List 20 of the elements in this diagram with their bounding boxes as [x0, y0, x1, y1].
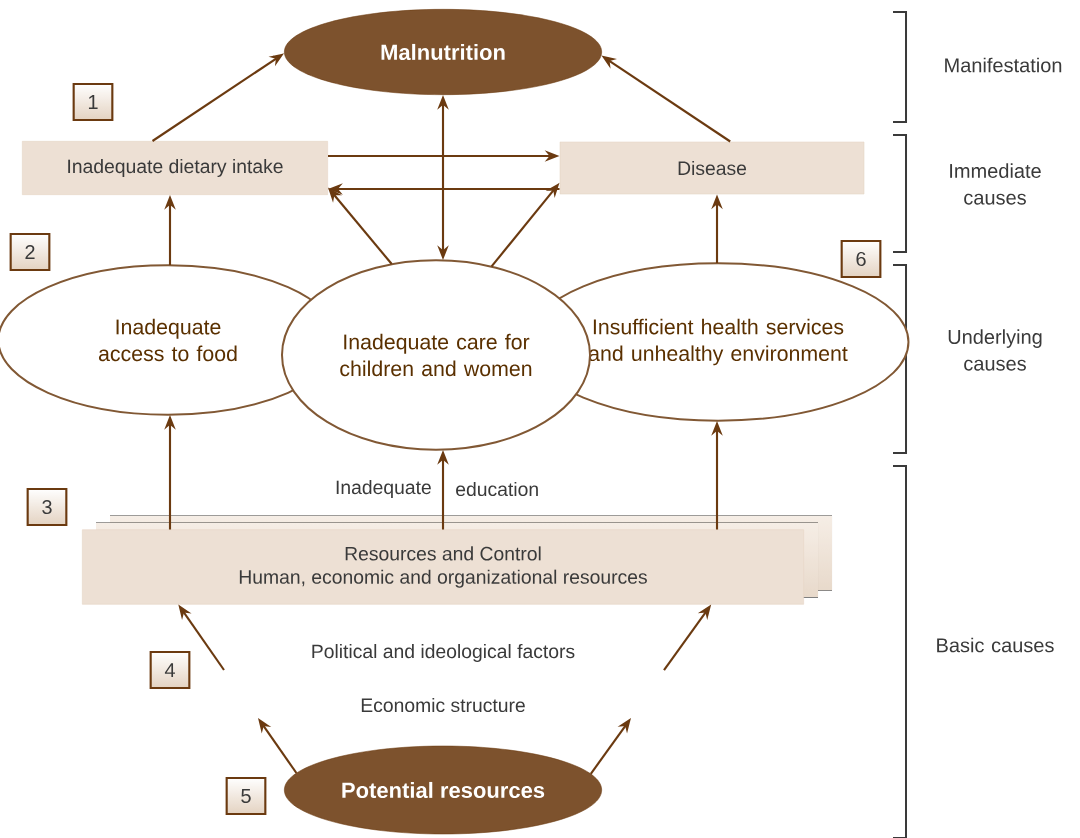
- level-label: Basic causes: [937, 637, 1054, 653]
- callout-number: 3: [26, 487, 68, 527]
- ellipse-node: Potential resources: [284, 745, 602, 835]
- factor-label: Economic structure: [361, 697, 525, 713]
- ellipse-node: Inadequate care for children and women: [281, 259, 591, 451]
- cause-box: Inadequate dietary intake: [22, 141, 328, 195]
- cause-box: Disease: [559, 141, 865, 195]
- callout-number: 4: [149, 650, 191, 690]
- stacked-box: Resources and Control Human, economic and organizational resources: [82, 515, 832, 605]
- callout-number: 6: [840, 239, 882, 279]
- callout-number: 5: [225, 776, 267, 816]
- level-label: Manifestation: [945, 57, 1062, 73]
- factor-label: education: [456, 481, 538, 497]
- factor-label: Inadequate: [336, 480, 431, 498]
- level-label: Underlying causes: [948, 329, 1042, 371]
- callout-number: 1: [72, 82, 114, 122]
- ellipse-node: Malnutrition: [284, 9, 602, 95]
- factor-label: Political and ideological factors: [312, 644, 575, 662]
- callout-number: 2: [9, 232, 51, 272]
- level-label: Immediate causes: [950, 163, 1041, 205]
